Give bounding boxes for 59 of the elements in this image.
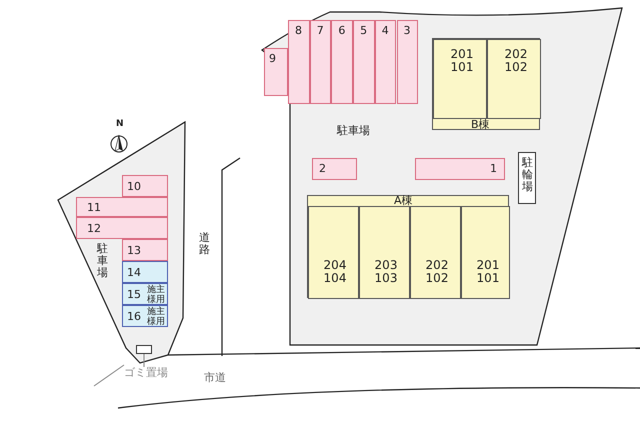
parking-lot-label: 駐車場 — [337, 125, 371, 137]
apartment-unit — [410, 206, 461, 299]
space-number: 4 — [382, 25, 390, 37]
area-label: ゴミ置場 — [124, 367, 169, 379]
building-label: B棟 — [471, 119, 491, 131]
space-number: 15 — [127, 289, 142, 301]
unit-number: 203 103 — [374, 259, 398, 285]
space-number: 3 — [404, 25, 412, 37]
space-number: 7 — [316, 25, 325, 37]
road-label: 道路 — [199, 232, 211, 256]
owner-use-label: 施主様用 — [147, 307, 166, 327]
parking-space — [122, 305, 168, 327]
space-number: 9 — [269, 53, 277, 65]
parking-space — [374, 20, 396, 104]
space-number: 14 — [127, 267, 142, 279]
parking-space — [415, 158, 505, 180]
bicycle-parking-box — [518, 152, 536, 204]
unit-number: 201 101 — [450, 48, 474, 74]
parking-space — [288, 20, 310, 104]
space-number: 16 — [127, 311, 142, 323]
apartment-unit — [433, 39, 487, 119]
parking-space — [122, 175, 168, 197]
building-outline — [432, 38, 540, 130]
parking-space — [76, 217, 168, 239]
parking-space — [396, 20, 418, 104]
north-label: N — [116, 118, 125, 130]
parking-space — [310, 20, 332, 104]
garbage-box — [136, 345, 152, 354]
building-label: A棟 — [394, 195, 414, 207]
owner-use-label: 施主様用 — [147, 285, 166, 305]
space-number: 13 — [127, 245, 142, 257]
parking-space — [312, 158, 357, 180]
space-number: 12 — [87, 223, 102, 235]
space-number: 8 — [295, 25, 303, 37]
area-label: 駐輪場 — [522, 157, 534, 193]
unit-number: 201 101 — [476, 259, 500, 285]
building-outline — [307, 195, 509, 298]
space-number: 10 — [127, 181, 142, 193]
apartment-unit — [487, 39, 541, 119]
apartment-unit — [461, 206, 510, 299]
apartment-unit — [359, 206, 410, 299]
parking-space — [264, 48, 288, 96]
road-label: 市道 — [204, 372, 227, 384]
unit-number: 204 104 — [322, 259, 348, 285]
parking-space — [331, 20, 354, 104]
unit-number: 202 102 — [504, 48, 528, 74]
parking-space — [353, 20, 375, 104]
parking-lot-label: 駐車場 — [97, 243, 109, 279]
space-number: 11 — [87, 202, 102, 214]
parking-space — [122, 261, 168, 283]
apartment-unit — [308, 206, 359, 299]
unit-number: 202 102 — [424, 259, 450, 285]
parking-space — [76, 197, 168, 217]
space-number: 1 — [490, 163, 498, 175]
parking-space — [122, 283, 168, 305]
space-number: 5 — [360, 25, 368, 37]
space-number: 2 — [319, 163, 327, 175]
space-number: 6 — [338, 25, 346, 37]
parking-space — [122, 239, 168, 261]
